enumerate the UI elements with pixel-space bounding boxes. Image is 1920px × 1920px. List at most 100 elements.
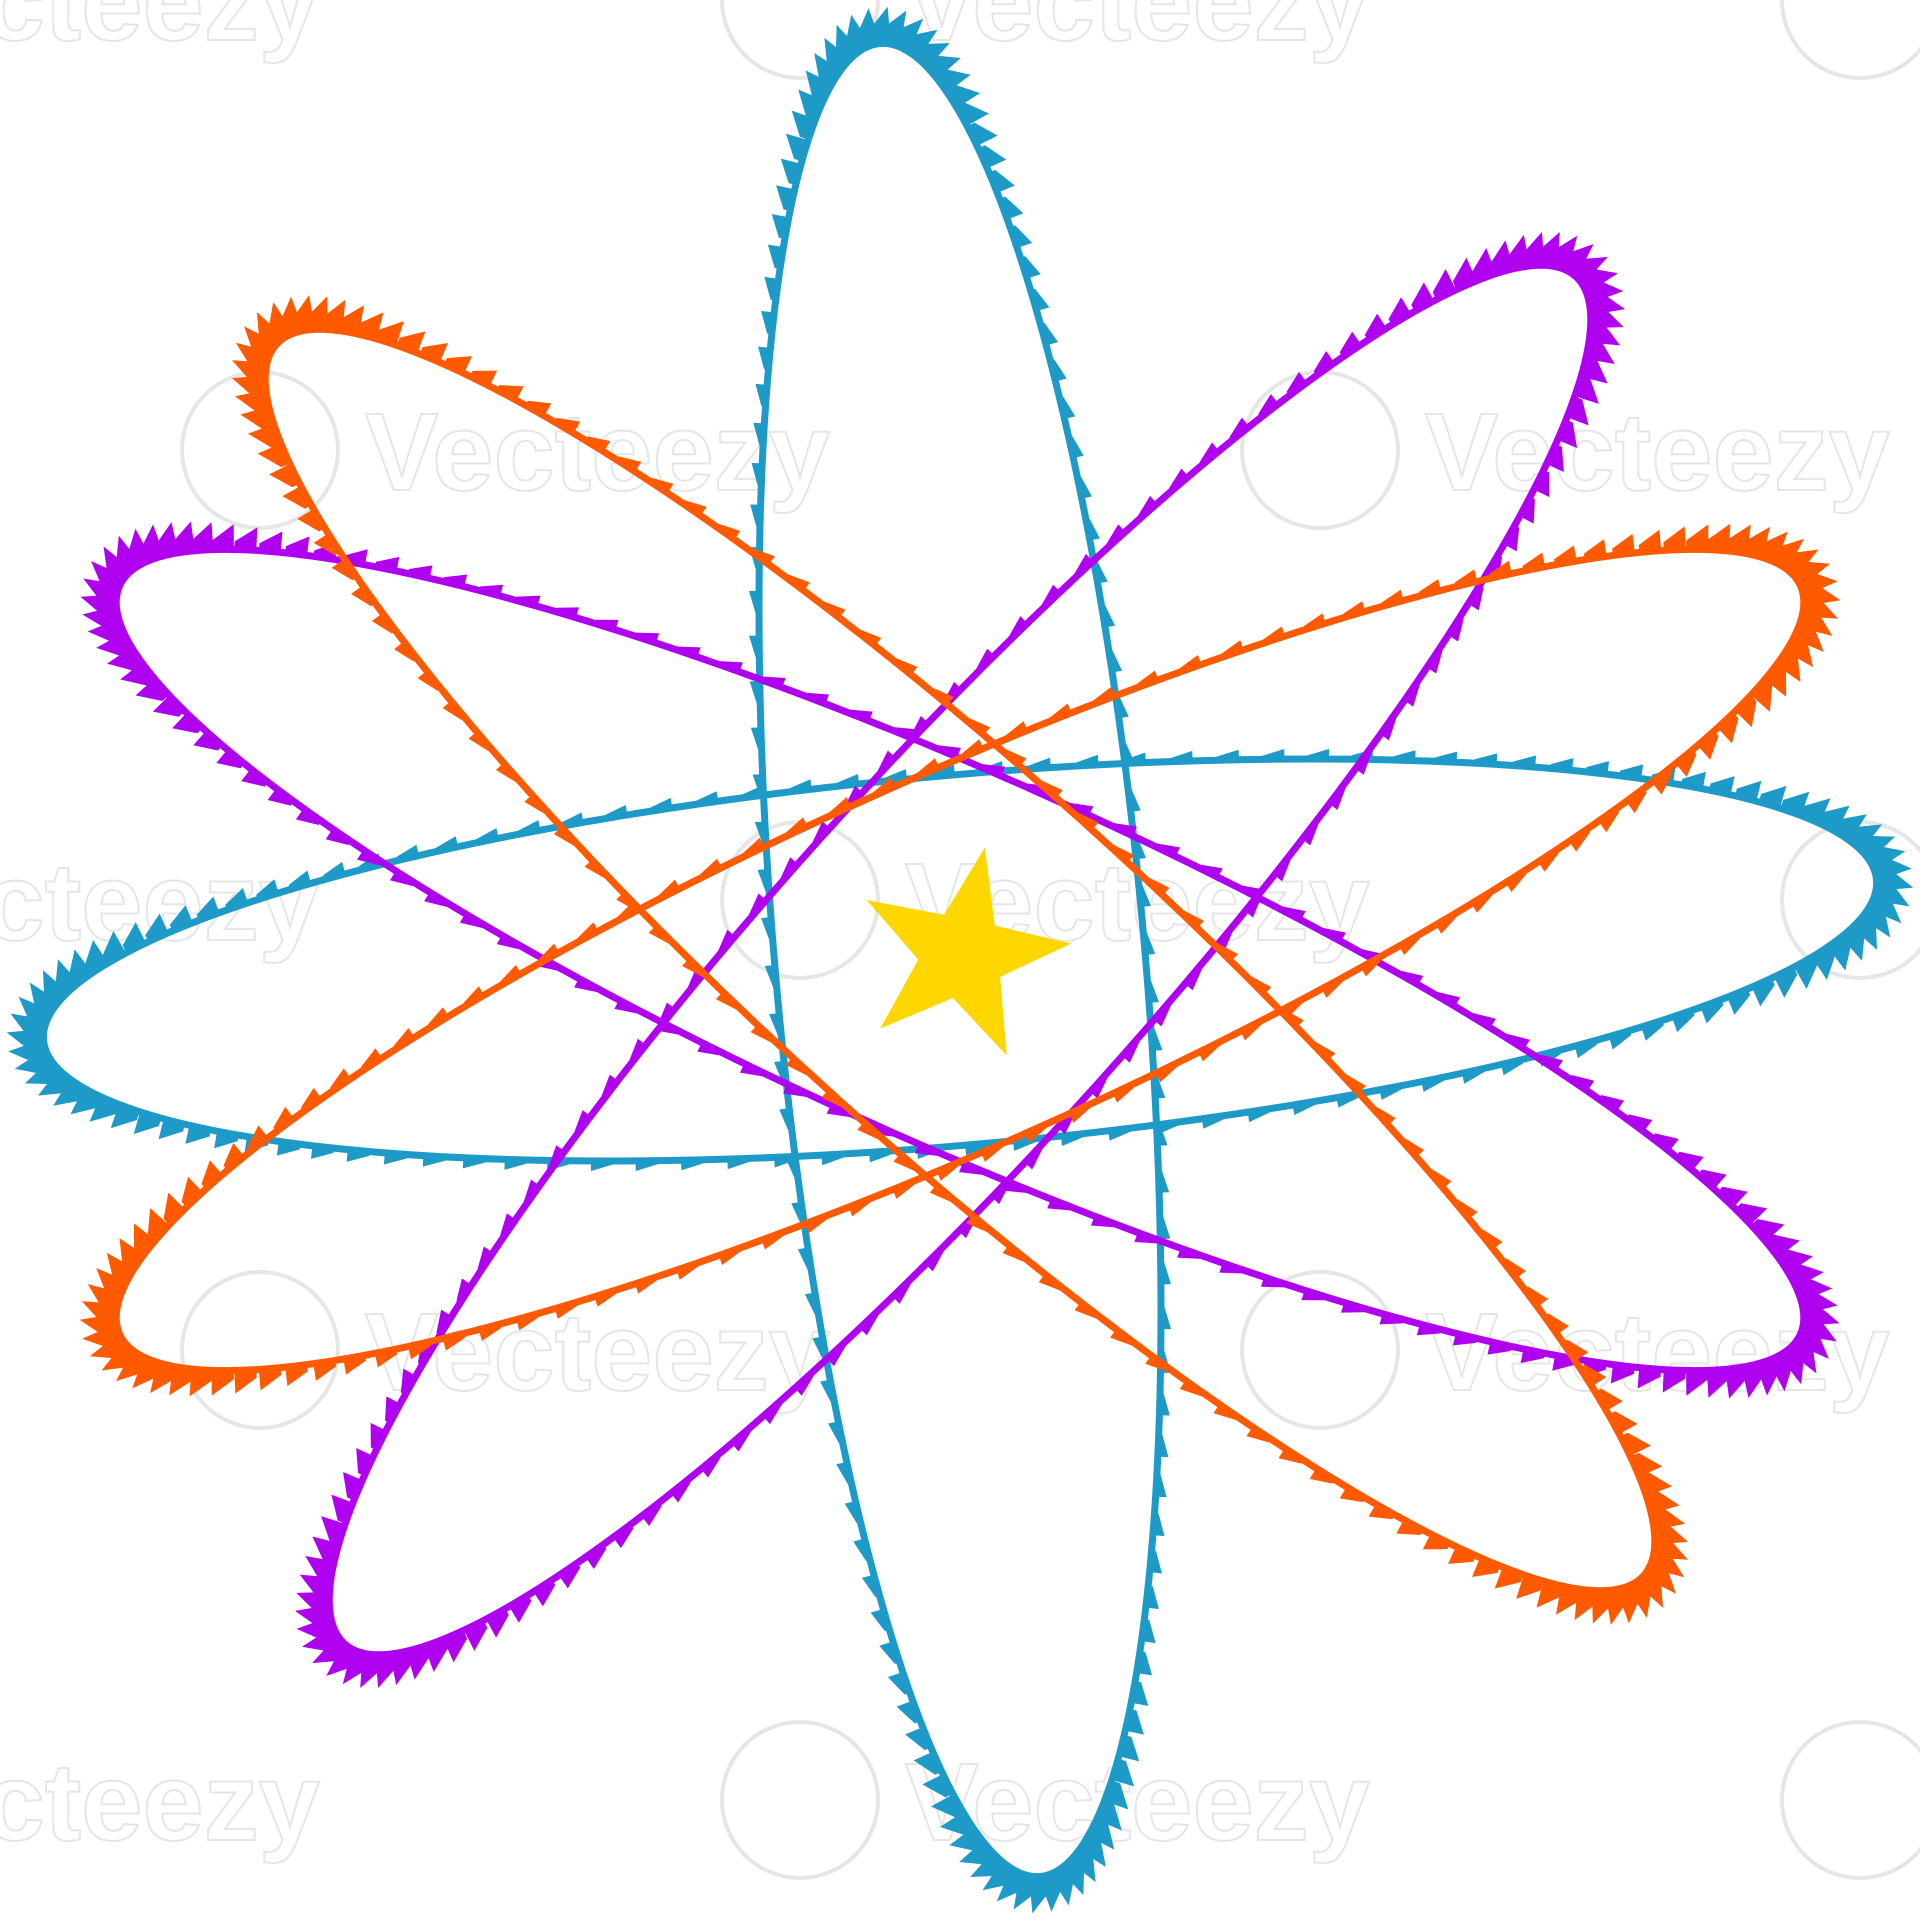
orbit-hatch <box>1852 911 1878 950</box>
orbit-hatch <box>1155 1474 1167 1498</box>
watermark: Vecteezy <box>1780 0 1920 80</box>
orbit-hatch <box>1697 1169 1727 1190</box>
orbit-hatch <box>859 1313 879 1336</box>
orbit-hatch <box>375 1349 398 1368</box>
orbit-hatch <box>821 601 846 618</box>
orbit-hatch <box>1093 686 1116 704</box>
orbit-hatch <box>1221 640 1244 657</box>
orbit-hatch <box>1452 257 1477 290</box>
orbit-hatch <box>371 613 396 634</box>
orbit-hatch <box>731 1429 751 1452</box>
orbit-hatch <box>1262 749 1285 760</box>
orbit-hatch <box>1169 468 1189 491</box>
orbit-hatch <box>516 1313 539 1331</box>
orbit-hatch <box>959 1162 984 1175</box>
orbit-hatch <box>1768 538 1804 570</box>
orbit-hatch <box>1474 753 1498 765</box>
orbit-hatch <box>442 700 465 721</box>
orbit-hatch <box>934 68 971 93</box>
orbit-hatch <box>500 1213 516 1238</box>
orbit-hatch <box>814 53 841 89</box>
orbit-ellipse <box>231 294 1689 1626</box>
orbit-hatch <box>1868 889 1902 924</box>
orbit-hatch <box>1159 1393 1170 1416</box>
orbit-hatch <box>1245 894 1262 918</box>
orbit-hatch <box>1663 526 1686 551</box>
orbit-hatch <box>1307 748 1330 760</box>
orbit-hatch <box>936 745 961 758</box>
vecteezy-logo <box>720 1720 880 1880</box>
orbit-hatch <box>1216 749 1239 761</box>
orbit-hatch <box>965 1143 988 1156</box>
orbit-hatch <box>682 500 707 516</box>
orbit-hatch <box>959 1841 998 1865</box>
orbit-hatch <box>464 1620 488 1651</box>
orbit-hatch <box>635 1160 658 1171</box>
watermark-text: Vecteezy <box>0 0 320 64</box>
orbit-hatch <box>1697 730 1719 760</box>
orbit-hatch <box>1454 569 1478 587</box>
orbit-hatch <box>1215 943 1239 962</box>
orbit-hatch <box>394 641 418 662</box>
orbit-hatch <box>804 692 829 704</box>
orbit-hatch <box>190 522 214 551</box>
orbit-hatch <box>1533 469 1550 498</box>
orbit-hatch <box>132 1357 164 1389</box>
orbit-hatch <box>469 370 498 387</box>
orbit-hatch <box>234 527 258 551</box>
orbit-hatch <box>758 346 771 370</box>
orbit-hatch <box>635 1277 658 1294</box>
orbit-hatch <box>1831 814 1867 841</box>
orbit-hatch <box>516 595 541 607</box>
orbit-hatch <box>1452 1333 1478 1346</box>
orbit-hatch <box>135 678 169 701</box>
orbit-hatch <box>201 1160 223 1190</box>
orbit-hatch <box>1422 1533 1451 1550</box>
orbit-hatch <box>967 122 998 146</box>
watermark: Vecteezy <box>720 0 1371 80</box>
orbit-hatch <box>1003 749 1027 767</box>
vecteezy-logo <box>720 820 880 980</box>
orbit-hatch <box>945 84 981 108</box>
orbit-hatch <box>828 1421 843 1444</box>
orbit-hatch <box>427 1007 449 1028</box>
orbit-hatch <box>120 662 156 686</box>
orbit-hatch <box>1201 1115 1225 1129</box>
orbit-hatch <box>577 922 599 942</box>
orbit-hatch <box>1091 1216 1116 1228</box>
orbit-hatch <box>1505 870 1527 892</box>
orbit-hatch <box>1841 922 1865 961</box>
orbit-hatch <box>189 1369 214 1397</box>
orbit-hatch <box>614 999 639 1014</box>
orbit-hatch <box>914 1144 939 1156</box>
orbit-hatch <box>1010 225 1033 248</box>
orbit-hatch <box>158 1118 185 1140</box>
orbit-hatch <box>1662 1369 1686 1393</box>
orbit-hatch <box>300 1087 322 1112</box>
orbit-hatch <box>533 1579 556 1607</box>
orbit-hatch <box>185 1125 211 1144</box>
orbit-hatch <box>1686 524 1709 550</box>
orbit-hatch <box>1136 1651 1153 1676</box>
orbit-hatch <box>812 821 830 845</box>
orbit-hatch <box>1479 1229 1503 1250</box>
orbit-hatch <box>649 477 674 493</box>
orbit-hatch <box>749 893 767 917</box>
orbit-hatch <box>999 196 1024 220</box>
orbit-hatch <box>462 1157 486 1169</box>
orbit-hatch <box>193 730 223 751</box>
orbit-hatch <box>495 762 519 782</box>
orbit-hatch <box>357 849 382 866</box>
orbit-hatch <box>1068 435 1084 459</box>
orbit-hatch <box>996 1868 1031 1902</box>
orbit-hatch <box>981 764 1006 776</box>
orbit-hatch <box>1706 1369 1730 1398</box>
orbit-hatch <box>477 1246 493 1271</box>
orbit-hatch <box>821 1090 845 1108</box>
orbit-hatch <box>408 1341 431 1360</box>
orbit-hatch <box>877 750 896 774</box>
orbit-hatch <box>1145 1355 1169 1372</box>
orbit-hatch <box>1115 695 1129 719</box>
orbit-hatch <box>1471 1013 1496 1028</box>
